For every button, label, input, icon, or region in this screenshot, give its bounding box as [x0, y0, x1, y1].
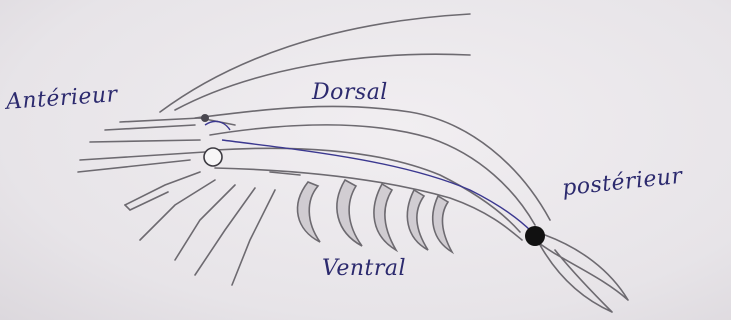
eye [201, 114, 209, 122]
body-dorsal-outline [195, 106, 550, 220]
label-dorsal: Dorsal [312, 80, 388, 105]
pleopod-5 [433, 196, 452, 252]
posterior-marker [525, 226, 545, 246]
label-ventral: Ventral [322, 256, 406, 281]
body-inner-line-1 [210, 125, 535, 225]
tail-fan [535, 235, 628, 312]
pleopod-1 [298, 182, 320, 242]
leg-2 [140, 180, 215, 240]
leg-1 [125, 172, 200, 205]
leg-5 [232, 190, 275, 285]
anterior-marker [204, 148, 222, 166]
pleopod-2 [337, 180, 362, 246]
pleopod-4 [407, 190, 428, 250]
pleopod-3 [374, 184, 396, 250]
leg-4 [195, 188, 255, 275]
body-ventral-outline [215, 168, 522, 240]
leg-3 [175, 185, 235, 260]
